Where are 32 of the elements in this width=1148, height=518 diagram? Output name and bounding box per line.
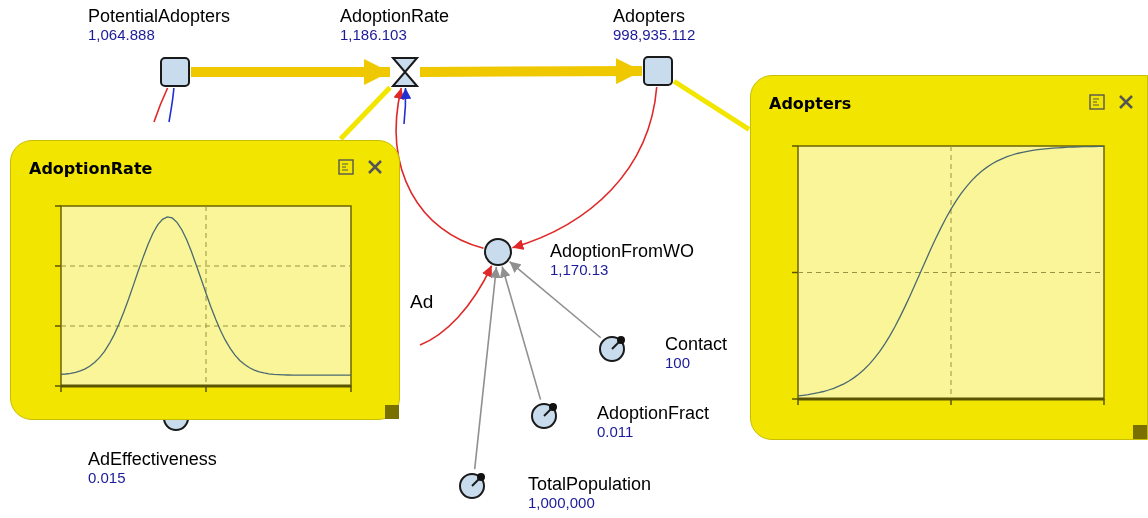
variable-value: 0.015	[88, 470, 127, 486]
chart-popup	[10, 140, 400, 420]
variable-name: AdoptionFromWO	[550, 240, 695, 262]
chart-popup	[750, 75, 1148, 440]
link-arrow	[419, 264, 493, 346]
variable-name: AdoptionFract	[597, 402, 710, 424]
variable-value: 100	[665, 355, 692, 371]
flow-arrow	[191, 59, 390, 85]
variable-name: AdoptionRate	[340, 5, 450, 27]
variable-value: 1,186.103	[340, 27, 408, 43]
link-arrow	[499, 265, 542, 401]
link-arrow	[511, 86, 658, 250]
variable-name: Ad	[410, 290, 434, 314]
variable-value: 1,064.888	[88, 27, 156, 43]
popup-title: Adopters	[769, 93, 852, 115]
popup-title: AdoptionRate	[29, 158, 153, 180]
variable-value: 0.011	[597, 424, 635, 440]
link-arrow	[473, 266, 501, 470]
variable-name: TotalPopulation	[528, 473, 652, 495]
variable-name: Adopters	[613, 5, 687, 27]
link-line	[153, 87, 169, 123]
variable-value: 1,170.13	[550, 262, 610, 278]
link-line	[168, 87, 175, 123]
link-arrow	[393, 87, 485, 250]
variable-name: Contact	[665, 333, 728, 355]
link-arrow	[508, 260, 602, 339]
variable-name: PotentialAdopters	[88, 5, 231, 27]
variable-value: 1,000,000	[528, 495, 596, 511]
variable-value: 998,935.112	[613, 27, 696, 43]
variable-name: AdEffectiveness	[88, 448, 217, 470]
flow-arrow	[420, 58, 642, 85]
link-arrow	[400, 87, 412, 125]
